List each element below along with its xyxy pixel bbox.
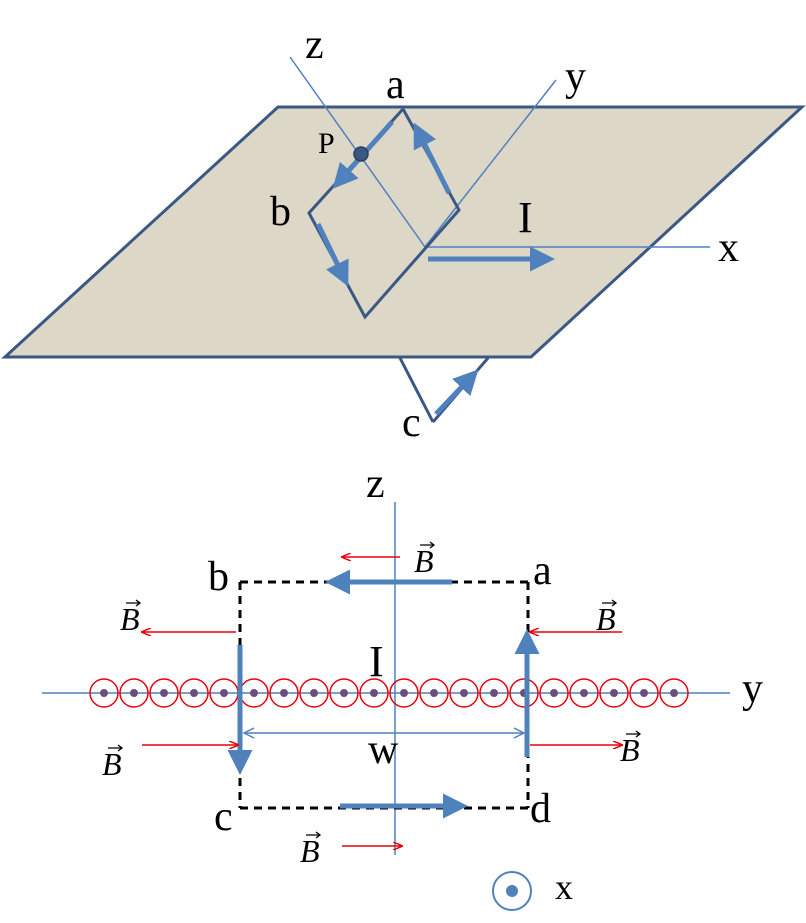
wire-dot bbox=[490, 689, 498, 697]
field-symbol-text: B bbox=[620, 732, 640, 768]
field-label-left-lower: B bbox=[102, 744, 124, 782]
vector-arrow-accent bbox=[626, 730, 642, 738]
width-arrowhead-left bbox=[242, 727, 255, 739]
field-symbol-text: B bbox=[102, 746, 122, 782]
legend: x bbox=[492, 867, 573, 911]
wire-circle bbox=[629, 678, 659, 708]
wire-dot bbox=[160, 689, 168, 697]
wire-circle bbox=[569, 678, 599, 708]
current-2d-label: I bbox=[369, 637, 384, 686]
corner-d-2d-label: d bbox=[530, 786, 551, 832]
wire-circle bbox=[509, 678, 539, 708]
wire-circle bbox=[89, 678, 119, 708]
wire-dot bbox=[640, 689, 648, 697]
wire-dot bbox=[250, 689, 258, 697]
field-label-left-upper: B bbox=[120, 599, 142, 637]
wire-circle bbox=[419, 678, 449, 708]
field-symbol-text: B bbox=[120, 601, 140, 637]
vector-arrow-accent bbox=[306, 831, 322, 839]
wire-dot bbox=[400, 689, 408, 697]
field-symbol-text: B bbox=[596, 601, 616, 637]
field-labels: B B B B B B bbox=[102, 541, 642, 869]
field-symbol-text: B bbox=[414, 543, 434, 579]
wire-circle bbox=[119, 678, 149, 708]
wire-circle bbox=[659, 678, 689, 708]
wire-dot bbox=[670, 689, 678, 697]
field-label-top: B bbox=[414, 541, 436, 579]
wire-dot bbox=[130, 689, 138, 697]
field-label-right-upper: B bbox=[596, 599, 618, 637]
wire-dot bbox=[370, 689, 378, 697]
wire-dot bbox=[190, 689, 198, 697]
corner-c-label: c bbox=[402, 400, 421, 446]
field-label-bottom: B bbox=[300, 831, 322, 869]
vector-arrow-accent bbox=[420, 541, 436, 549]
y-axis bbox=[424, 79, 557, 248]
wire-dot bbox=[430, 689, 438, 697]
vector-arrow-accent bbox=[108, 744, 124, 752]
x-axis-label: x bbox=[718, 225, 739, 271]
corner-a-2d-label: a bbox=[533, 548, 552, 594]
wire-circle bbox=[149, 678, 179, 708]
out-of-page-dot-icon bbox=[492, 871, 532, 911]
wire-circle bbox=[479, 678, 509, 708]
wire-circle bbox=[179, 678, 209, 708]
wire-dot bbox=[550, 689, 558, 697]
vector-arrow-accent bbox=[602, 599, 618, 607]
loop-arrow-b-to-c bbox=[315, 222, 349, 287]
loop-arrow-c-to-a bbox=[434, 369, 479, 416]
wire-dot bbox=[220, 689, 228, 697]
point-p-dot bbox=[353, 146, 369, 162]
loop-arrow-d-to-a bbox=[413, 122, 452, 195]
z-axis-label: z bbox=[305, 22, 324, 68]
wire-dot bbox=[460, 689, 468, 697]
field-label-right-lower: B bbox=[620, 730, 642, 768]
xy-plane bbox=[1, 105, 806, 359]
wire-dot bbox=[580, 689, 588, 697]
top-3d-figure: z y x a b c P I bbox=[1, 22, 806, 446]
bottom-2d-figure: B B B B B B z y a b c d I w x bbox=[42, 461, 763, 911]
width-arrowhead-right bbox=[513, 727, 526, 739]
wire-circle bbox=[359, 678, 389, 708]
field-arrows bbox=[142, 557, 622, 846]
current-label: I bbox=[518, 193, 533, 242]
corner-a-label: a bbox=[386, 62, 405, 108]
wire-circle bbox=[539, 678, 569, 708]
corner-b-label: b bbox=[270, 189, 291, 235]
vector-arrow-accent bbox=[126, 599, 142, 607]
field-symbol-text: B bbox=[300, 833, 320, 869]
wire-circle bbox=[599, 678, 629, 708]
wire-dot bbox=[100, 689, 108, 697]
corner-b-2d-label: b bbox=[208, 554, 229, 600]
wire-circle bbox=[389, 678, 419, 708]
y-axis-2d-label: y bbox=[742, 666, 763, 712]
legend-label: x bbox=[555, 867, 573, 907]
wire-circle bbox=[449, 678, 479, 708]
corner-c-2d-label: c bbox=[214, 794, 233, 840]
wire-circle bbox=[269, 678, 299, 708]
width-label: w bbox=[368, 727, 399, 773]
wire-circle bbox=[329, 678, 359, 708]
y-axis-label: y bbox=[565, 54, 586, 100]
z-axis-2d-label: z bbox=[366, 461, 385, 507]
wire-circle bbox=[299, 678, 329, 708]
wire-dot bbox=[280, 689, 288, 697]
legend-dot-center bbox=[506, 885, 518, 897]
wire-dot bbox=[340, 689, 348, 697]
wire-dot bbox=[610, 689, 618, 697]
wire-dot bbox=[310, 689, 318, 697]
point-p-label: P bbox=[318, 127, 335, 160]
